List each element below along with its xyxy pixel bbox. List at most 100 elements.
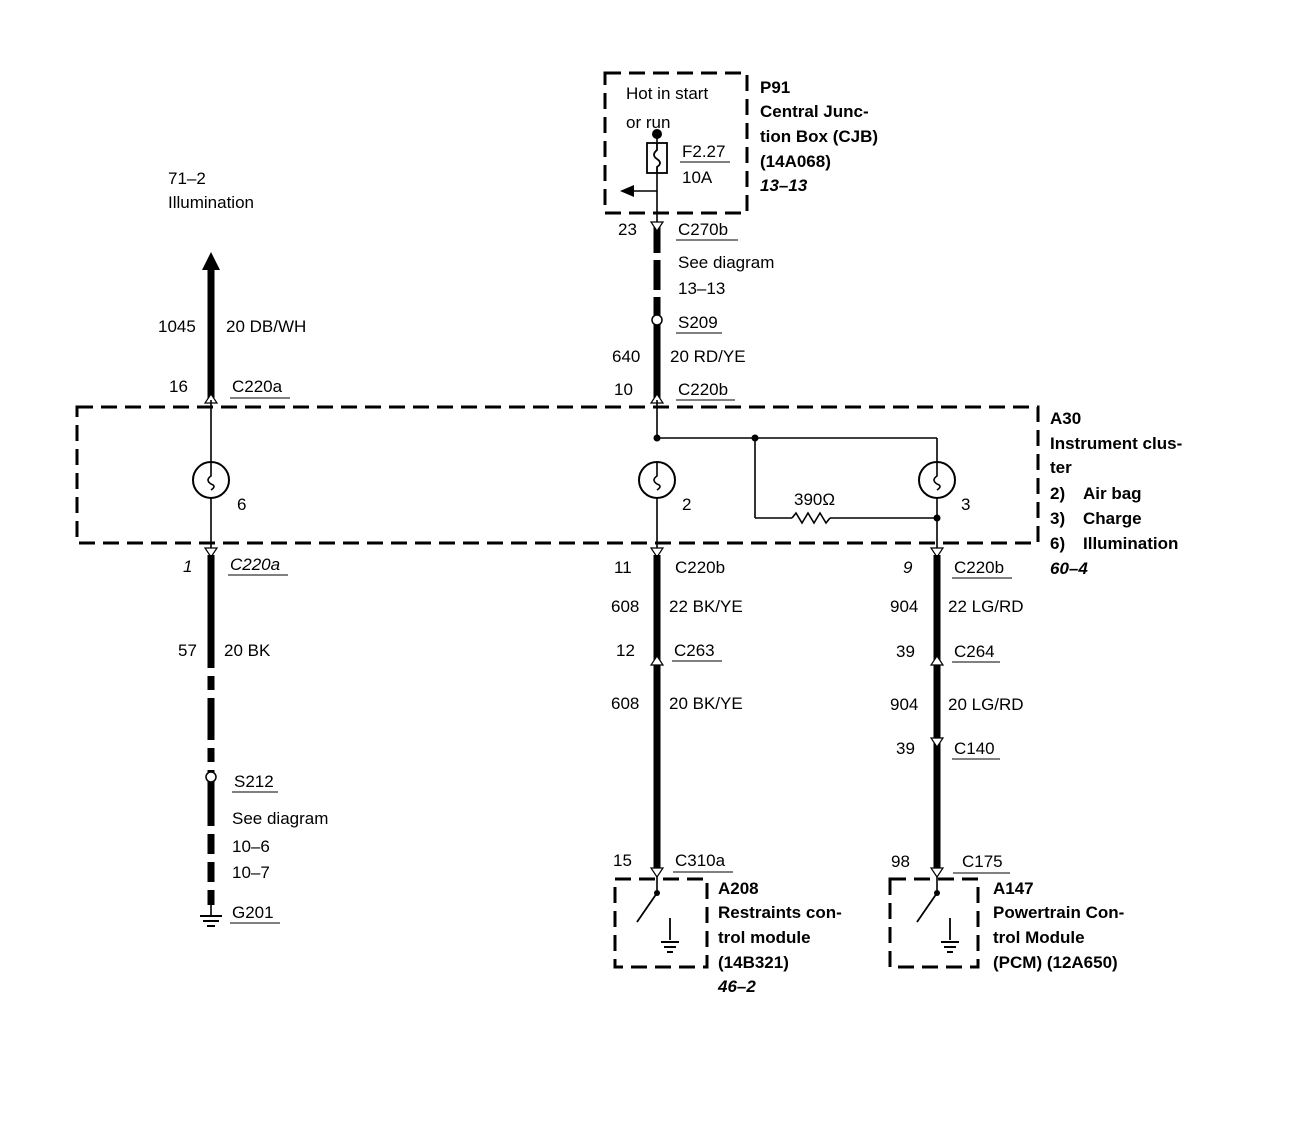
pcm-name-1: Powertrain Con- xyxy=(993,903,1124,922)
arrow-up-icon xyxy=(202,252,220,270)
rcm-ref: A208 xyxy=(718,879,759,898)
cluster-item3-label: Illumination xyxy=(1083,534,1178,553)
c263-pin: 12 xyxy=(616,641,635,660)
cjb-name-1: Central Junc- xyxy=(760,102,869,121)
ground-icon xyxy=(200,915,222,927)
fuse-id: F2.27 xyxy=(682,142,725,161)
connector-c140-icon xyxy=(929,737,945,749)
rcm-page: 46–2 xyxy=(717,977,756,996)
cluster-item1-label: Air bag xyxy=(1083,484,1142,503)
pcm-box xyxy=(888,877,980,969)
connector-c220a-bot-icon xyxy=(203,547,219,559)
g201-name: G201 xyxy=(232,903,274,922)
cjb-note-1: Hot in start xyxy=(626,84,708,103)
cluster-name-1: Instrument clus- xyxy=(1050,434,1182,453)
pcm-name-2: trol Module xyxy=(993,928,1085,947)
w608b-color: 20 BK/YE xyxy=(669,694,743,713)
s212-name: S212 xyxy=(234,772,274,791)
c270b-page: 13–13 xyxy=(678,279,725,298)
w640-color: 20 RD/YE xyxy=(670,347,746,366)
cluster-node-top-mid xyxy=(653,434,661,442)
w608b-circuit: 608 xyxy=(611,694,639,713)
lamp-icon xyxy=(638,461,676,499)
connector-c220b-mid-icon xyxy=(649,547,665,559)
lamp-left-num: 6 xyxy=(237,495,246,514)
w904b-color: 20 LG/RD xyxy=(948,695,1024,714)
c310a-name: C310a xyxy=(675,851,726,870)
lamp-icon xyxy=(192,461,230,499)
s212-see: See diagram xyxy=(232,809,328,828)
fuse-icon xyxy=(646,142,668,174)
connector-c270b-icon xyxy=(649,221,665,233)
connector-c263-icon xyxy=(649,654,665,666)
c270b-pin: 23 xyxy=(618,220,637,239)
connector-c175-icon xyxy=(929,867,945,879)
c220b-right-name: C220b xyxy=(954,558,1004,577)
resistor-icon xyxy=(791,511,831,525)
cluster-item2-num: 3) xyxy=(1050,509,1065,528)
splice-s212 xyxy=(205,771,217,783)
cjb-part: (14A068) xyxy=(760,152,831,171)
c310a-pin: 15 xyxy=(613,851,632,870)
connector-c264-icon xyxy=(929,654,945,666)
switch-icon xyxy=(916,890,951,940)
cjb-name-2: tion Box (CJB) xyxy=(760,127,878,146)
arrow-left-icon xyxy=(620,185,634,197)
s212-page-2: 10–7 xyxy=(232,863,270,882)
lamp-icon xyxy=(918,461,956,499)
c220b-top-pin: 10 xyxy=(614,380,633,399)
rcm-part: (14B321) xyxy=(718,953,789,972)
pcm-ref: A147 xyxy=(993,879,1034,898)
c220a-bot-pin: 1 xyxy=(183,557,192,576)
c270b-name: C270b xyxy=(678,220,728,239)
w1045-circuit: 1045 xyxy=(158,317,196,336)
c264-pin: 39 xyxy=(896,642,915,661)
c220a-bot-name: C220a xyxy=(230,555,280,574)
w1045-color: 20 DB/WH xyxy=(226,317,306,336)
c140-pin: 39 xyxy=(896,739,915,758)
illum-ref-label: Illumination xyxy=(168,193,254,212)
w57-color: 20 BK xyxy=(224,641,271,660)
s212-page-1: 10–6 xyxy=(232,837,270,856)
illum-ref-page: 71–2 xyxy=(168,169,206,188)
resistor-value: 390Ω xyxy=(794,490,835,509)
splice-s209 xyxy=(651,314,663,326)
fuse-rating: 10A xyxy=(682,168,713,187)
cjb-note-2: or run xyxy=(626,113,670,132)
w57-circuit: 57 xyxy=(178,641,197,660)
c175-pin: 98 xyxy=(891,852,910,871)
w608a-circuit: 608 xyxy=(611,597,639,616)
rcm-box xyxy=(613,877,709,969)
pcm-part: (PCM) (12A650) xyxy=(993,953,1118,972)
w904a-color: 22 LG/RD xyxy=(948,597,1024,616)
w904b-circuit: 904 xyxy=(890,695,918,714)
lamp-mid-num: 2 xyxy=(682,495,691,514)
c140-name: C140 xyxy=(954,739,995,758)
c175-name: C175 xyxy=(962,852,1003,871)
c220b-mid-pin: 11 xyxy=(614,558,632,577)
cluster-ref: A30 xyxy=(1050,409,1081,428)
c264-name: C264 xyxy=(954,642,995,661)
connector-c220b-right-icon xyxy=(929,547,945,559)
connector-c310a-icon xyxy=(649,867,665,879)
cjb-ref: P91 xyxy=(760,78,790,97)
ground-icon xyxy=(661,941,679,953)
c220b-mid-name: C220b xyxy=(675,558,725,577)
ground-icon xyxy=(941,941,959,953)
cluster-name-2: ter xyxy=(1050,458,1072,477)
cjb-page: 13–13 xyxy=(760,176,808,195)
c220a-top-name: C220a xyxy=(232,377,283,396)
rcm-name-2: trol module xyxy=(718,928,811,947)
w608a-color: 22 BK/YE xyxy=(669,597,743,616)
c220b-top-name: C220b xyxy=(678,380,728,399)
cluster-item2-label: Charge xyxy=(1083,509,1142,528)
c270b-see: See diagram xyxy=(678,253,774,272)
cluster-item3-num: 6) xyxy=(1050,534,1065,553)
s209-name: S209 xyxy=(678,313,718,332)
c220a-top-pin: 16 xyxy=(169,377,188,396)
cluster-box xyxy=(75,405,1040,545)
cluster-page: 60–4 xyxy=(1050,559,1088,578)
c263-name: C263 xyxy=(674,641,715,660)
lamp-right-num: 3 xyxy=(961,495,970,514)
